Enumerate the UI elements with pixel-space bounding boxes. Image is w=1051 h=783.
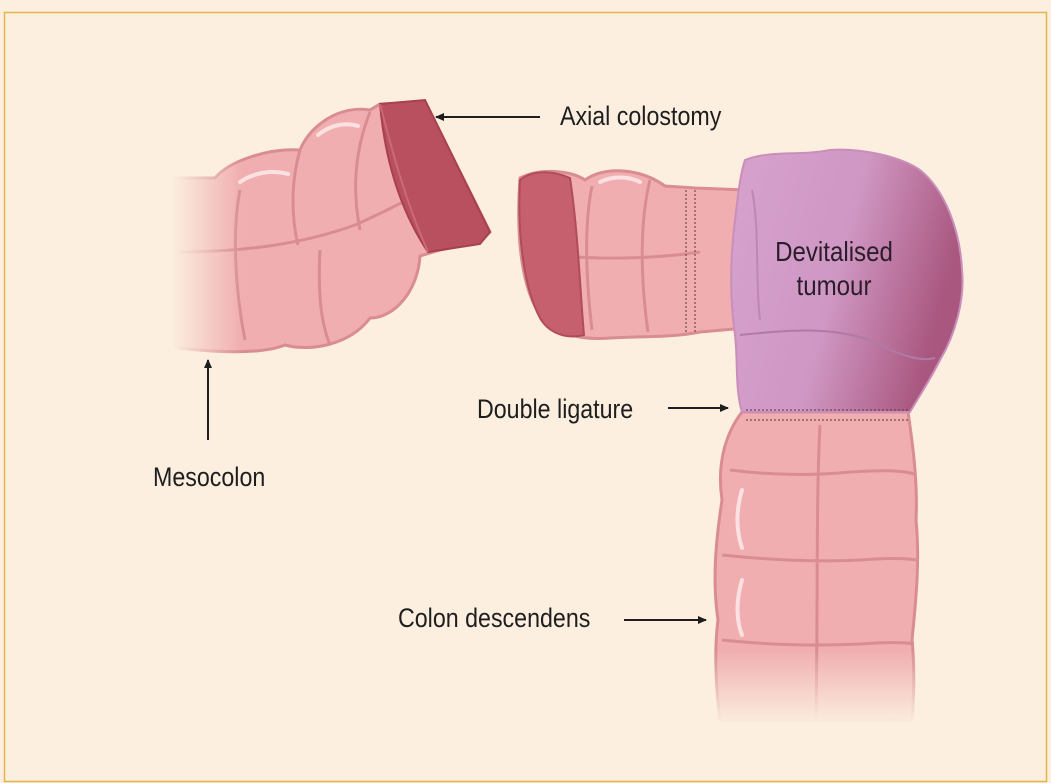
label-double-ligature: Double ligature [477, 396, 633, 423]
label-colon-descendens: Colon descendens [398, 605, 590, 632]
label-devitalised-tumour-line2: tumour [748, 269, 920, 303]
label-axial-colostomy: Axial colostomy [560, 103, 721, 130]
label-mesocolon: Mesocolon [153, 464, 265, 491]
label-devitalised-tumour-line1: Devitalised [748, 235, 920, 269]
label-devitalised-tumour: Devitalised tumour [748, 235, 920, 303]
